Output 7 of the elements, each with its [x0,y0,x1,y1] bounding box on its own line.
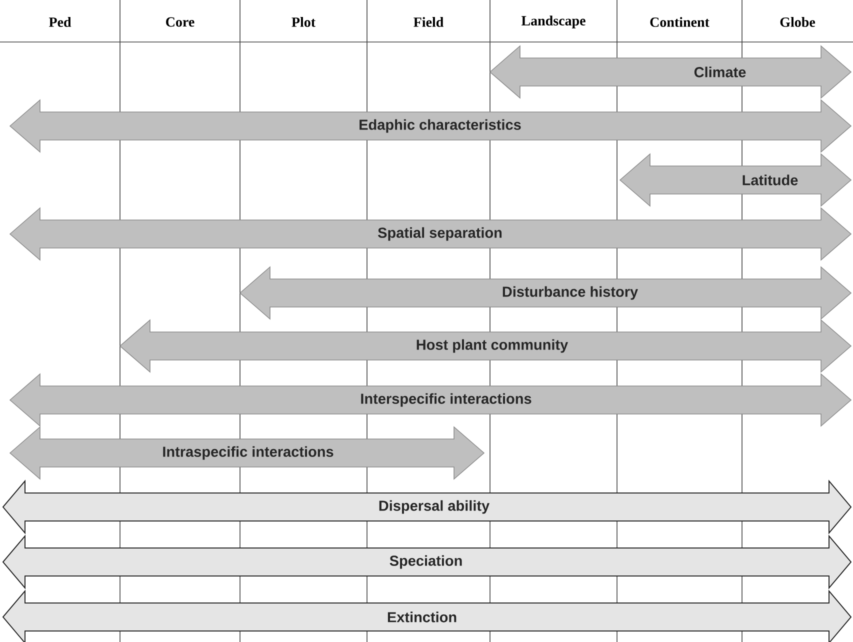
column-header: Plot [292,17,316,27]
column-header: Continent [650,17,710,27]
column-header: Ped [48,17,72,27]
column-header: Globe [780,17,816,27]
column-header: Landscape [521,16,586,28]
column-header: Core [166,17,194,27]
column-header: Field [414,17,444,27]
